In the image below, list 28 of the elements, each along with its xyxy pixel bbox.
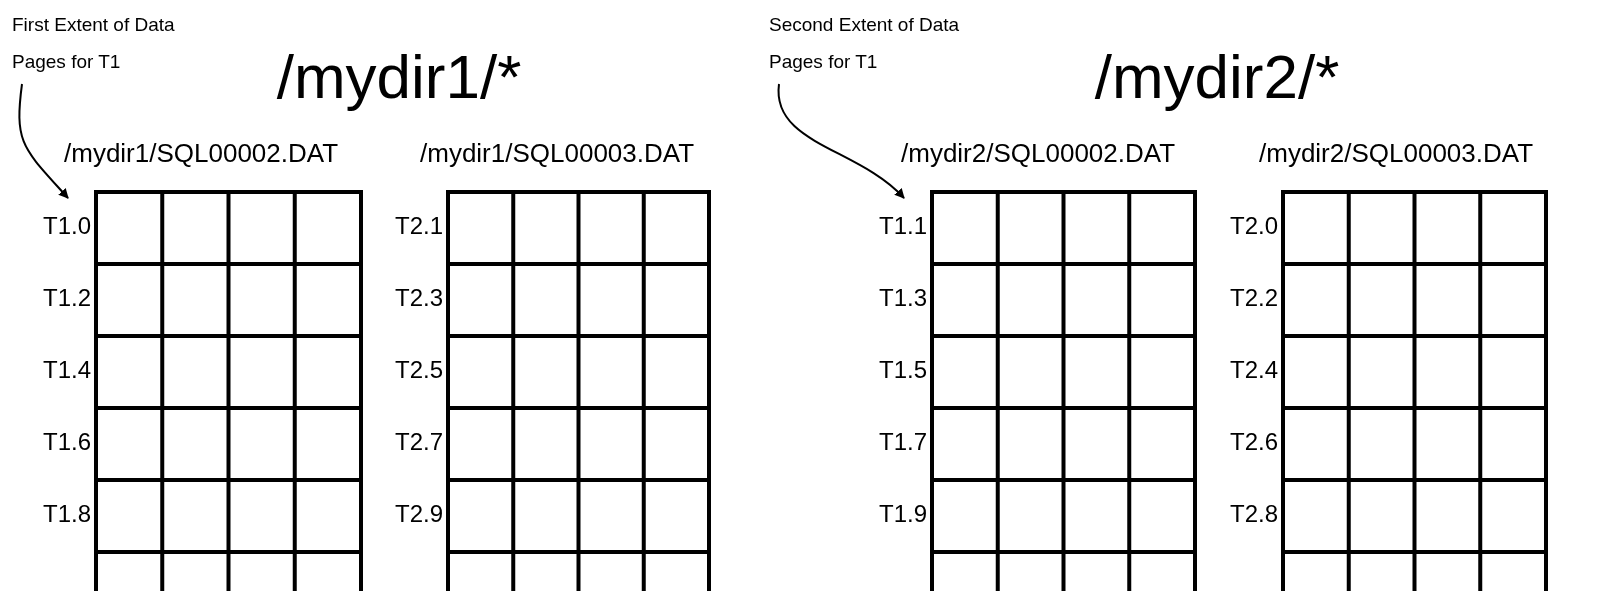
annotation-note: First Extent of Data Pages for T1 [12,6,212,80]
extent-label: T2.1 [394,214,443,238]
extent-label: T1.9 [878,502,927,526]
extent-label: T1.4 [42,358,91,382]
file-name: /mydir1/SQL00002.DAT [64,137,339,170]
extent-label: T2.4 [1229,358,1278,382]
extent-label: T2.9 [394,502,443,526]
file-name: /mydir1/SQL00003.DAT [420,137,695,170]
extent-label: T1.6 [42,430,91,454]
extent-label: T2.8 [1229,502,1278,526]
extent-label: T2.3 [394,286,443,310]
leader-arrow [777,83,905,199]
extent-label: T1.0 [42,214,91,238]
extent-label: T2.0 [1229,214,1278,238]
extent-label: T1.5 [878,358,927,382]
extent-label: T1.1 [878,214,927,238]
extent-label: T2.6 [1229,430,1278,454]
extent-label: T2.5 [394,358,443,382]
extent-label: T1.3 [878,286,927,310]
extent-label: T1.7 [878,430,927,454]
file-name: /mydir2/SQL00003.DAT [1259,137,1534,170]
extent-label: T1.8 [42,502,91,526]
leader-arrow [18,83,69,199]
extent-label: T2.7 [394,430,443,454]
extent-label: T2.2 [1229,286,1278,310]
extent-label: T1.2 [42,286,91,310]
annotation-note: Second Extent of Data Pages for T1 [769,6,969,80]
file-name: /mydir2/SQL00002.DAT [901,137,1176,170]
